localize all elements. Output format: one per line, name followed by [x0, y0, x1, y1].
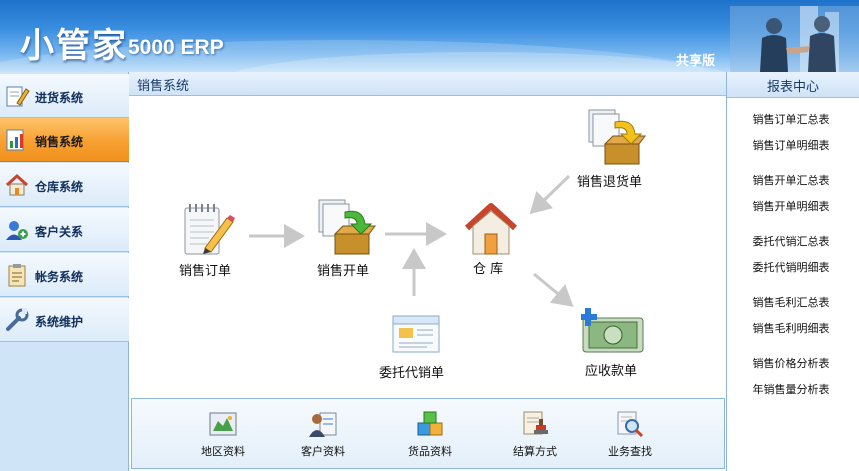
sidebar-item-customer[interactable]: 客户关系: [0, 208, 129, 252]
tool-label: 货品资料: [408, 445, 452, 458]
tool-label: 地区资料: [201, 445, 245, 458]
main-title-bar: [129, 72, 726, 96]
report-link-sales-order-detail[interactable]: 销售订单明细表: [752, 139, 830, 152]
invoice-box-icon: [318, 199, 376, 255]
app-logo-en: 5000 ERP: [128, 36, 224, 59]
sales-flow-diagram: 销售订单 销售开单 仓 库 销售退货单: [129, 96, 726, 398]
sidebar-item-label: 系统维护: [35, 315, 84, 329]
flow-label-sales-return: 销售退货单: [577, 175, 643, 190]
flow-label-sales-invoice: 销售开单: [317, 264, 370, 279]
sidebar-item-maintenance[interactable]: 系统维护: [0, 298, 129, 342]
app-logo-cn: 小管家: [20, 26, 128, 66]
flow-label-consignment: 委托代销单: [379, 366, 445, 381]
report-link-gross-profit-summary[interactable]: 销售毛利汇总表: [752, 296, 830, 309]
report-link-annual-volume-analysis[interactable]: 年销售量分析表: [752, 383, 830, 396]
settlement-stamp-icon: [523, 411, 548, 435]
sidebar: 进货系统 销售系统 仓库系统 客户关系: [0, 72, 129, 471]
maintenance-wrench-icon: [6, 308, 29, 331]
sidebar-item-label: 帐务系统: [35, 270, 84, 284]
customer-people-icon: [6, 221, 28, 240]
report-center-panel: [726, 72, 859, 471]
flow-label-receivable: 应收款单: [585, 364, 638, 379]
flow-node-receivable[interactable]: 应收款单: [579, 304, 659, 382]
report-link-gross-profit-detail[interactable]: 销售毛利明细表: [752, 322, 830, 335]
toolbar-quick-access: 地区资料 客户资料 货品资料 结算方式: [131, 398, 725, 469]
accounting-clipboard-icon: [8, 264, 26, 287]
warehouse-house-icon: [464, 203, 518, 255]
report-link-sales-invoice-detail[interactable]: 销售开单明细表: [752, 200, 830, 213]
report-link-sales-order-summary[interactable]: 销售订单汇总表: [752, 113, 830, 126]
flow-node-sales-invoice[interactable]: 销售开单: [309, 196, 389, 279]
tool-goods-data[interactable]: 货品资料: [395, 399, 465, 467]
page-title: 销售系统: [137, 79, 190, 94]
report-link-sales-invoice-summary[interactable]: 销售开单汇总表: [752, 174, 830, 187]
tool-business-search[interactable]: 业务查找: [595, 399, 665, 467]
report-center-title: 报表中心: [766, 80, 819, 95]
region-map-icon: [209, 412, 237, 436]
flow-label-sales-order: 销售订单: [179, 264, 232, 279]
report-link-consignment-summary[interactable]: 委托代销汇总表: [752, 235, 830, 248]
edition-label: 共享版: [676, 54, 716, 69]
tool-region-data[interactable]: 地区资料: [188, 399, 258, 467]
notepad-pencil-icon: [184, 204, 235, 255]
search-magnifier-icon: [617, 411, 644, 438]
sales-chart-icon: [6, 129, 24, 151]
sidebar-item-accounting[interactable]: 帐务系统: [0, 253, 129, 297]
sidebar-item-warehouse[interactable]: 仓库系统: [0, 163, 129, 207]
sidebar-item-label: 进货系统: [35, 91, 84, 105]
purchase-edit-icon: [6, 86, 30, 107]
arrow-warehouse-to-receivable: [533, 272, 574, 307]
sidebar-item-label: 销售系统: [35, 135, 84, 149]
tool-label: 业务查找: [608, 445, 652, 458]
report-link-price-analysis[interactable]: 销售价格分析表: [752, 357, 830, 370]
customer-card-icon: [309, 412, 337, 437]
tool-settlement-method[interactable]: 结算方式: [500, 399, 570, 467]
report-link-consignment-detail[interactable]: 委托代销明细表: [752, 261, 830, 274]
sidebar-item-label: 客户关系: [35, 225, 84, 239]
sidebar-item-sales[interactable]: 销售系统: [0, 118, 129, 162]
handshake-banner-icon: [730, 6, 859, 72]
sidebar-item-purchase[interactable]: 进货系统: [0, 74, 129, 118]
return-box-icon: [588, 109, 646, 165]
goods-boxes-icon: [417, 411, 443, 436]
tool-label: 客户资料: [301, 445, 345, 458]
tool-customer-data[interactable]: 客户资料: [288, 399, 358, 467]
flow-arrows: [249, 174, 574, 307]
sidebar-item-label: 仓库系统: [35, 180, 84, 194]
app-header: [0, 0, 859, 72]
tool-label: 结算方式: [513, 445, 557, 458]
flow-node-consignment[interactable]: 委托代销单: [379, 308, 459, 382]
arrow-return-to-warehouse: [529, 174, 571, 215]
warehouse-house-icon: [5, 173, 29, 196]
flow-label-warehouse: 仓 库: [473, 262, 504, 277]
money-bill-icon: [581, 308, 644, 353]
flow-node-sales-return[interactable]: 销售退货单: [573, 108, 663, 190]
flow-node-warehouse[interactable]: 仓 库: [459, 200, 529, 280]
flow-node-sales-order[interactable]: 销售订单: [169, 198, 249, 279]
report-center-header: [727, 72, 859, 98]
consignment-window-icon: [392, 315, 440, 353]
